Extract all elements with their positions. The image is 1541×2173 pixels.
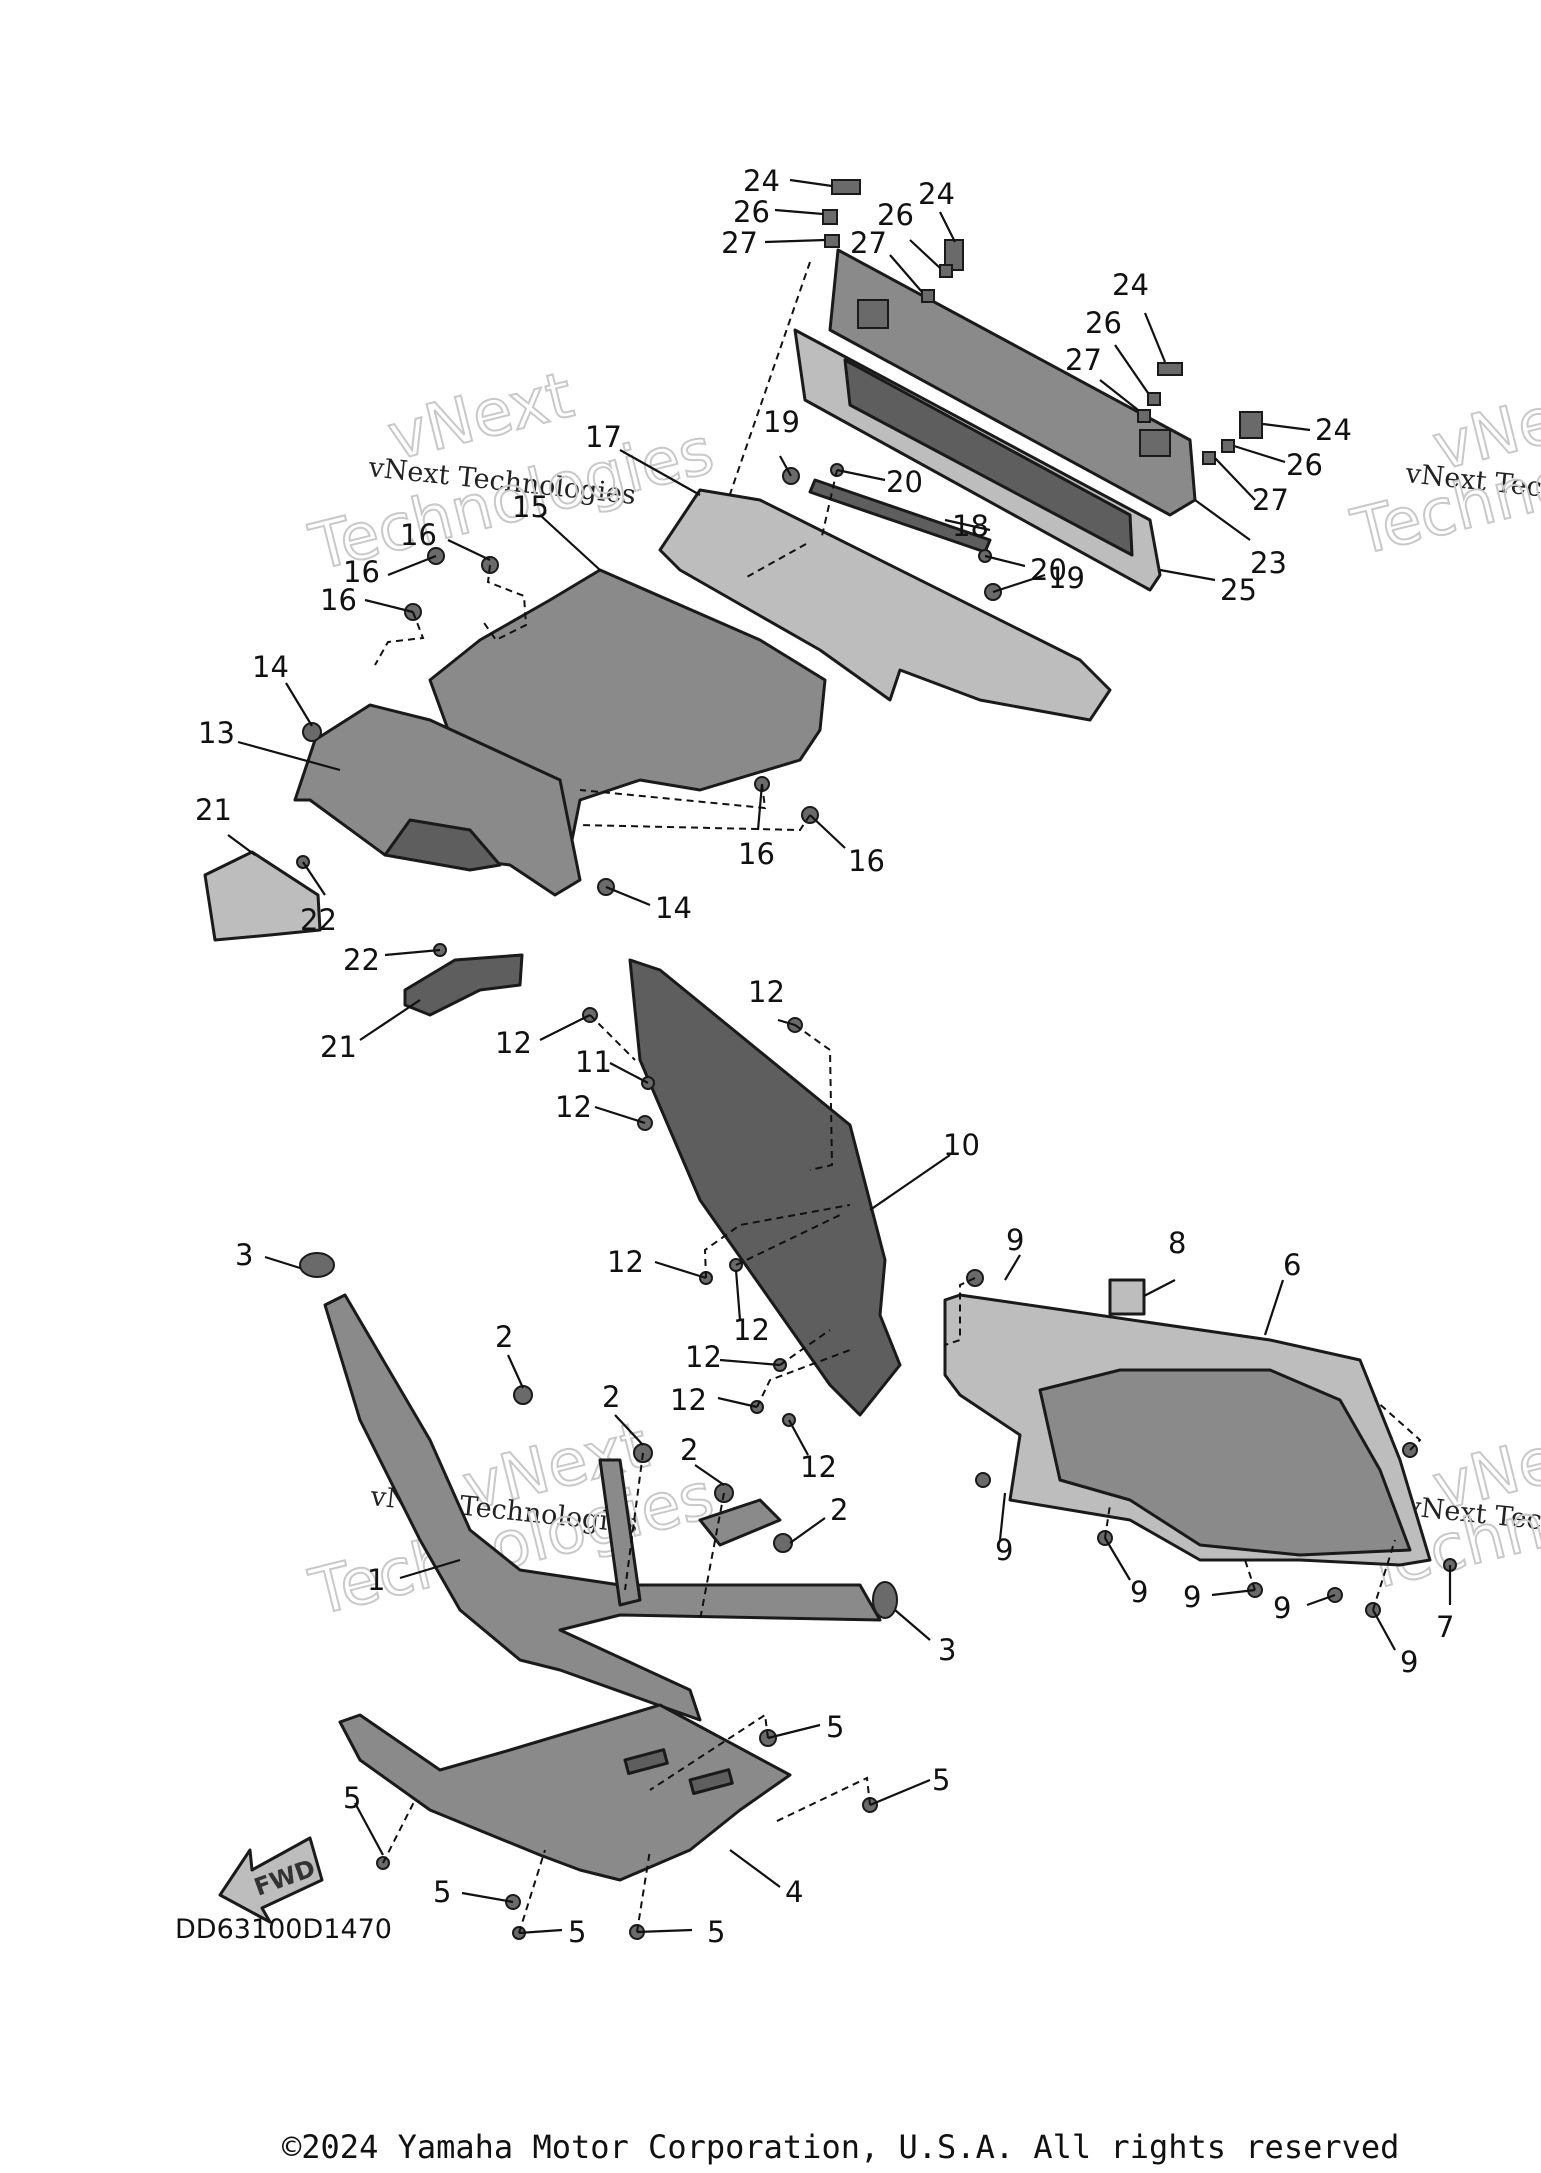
callout-24: 24 <box>1315 413 1352 447</box>
callout-21: 21 <box>195 793 232 827</box>
frame-bar-1 <box>323 1293 882 1722</box>
callout-5: 5 <box>433 1875 451 1909</box>
callout-16: 16 <box>343 555 380 589</box>
callout-14: 14 <box>655 891 692 925</box>
guard-17 <box>658 488 1112 722</box>
callout-5: 5 <box>826 1710 844 1744</box>
callout-24: 24 <box>1112 268 1149 302</box>
callout-2: 2 <box>680 1433 698 1467</box>
caps-3 <box>299 1252 898 1619</box>
callout-9: 9 <box>1183 1580 1201 1614</box>
callout-25: 25 <box>1220 573 1257 607</box>
callout-23: 23 <box>1250 546 1287 580</box>
callout-16: 16 <box>320 583 357 617</box>
callout-7: 7 <box>1436 1610 1454 1644</box>
skid-plate-4 <box>338 1703 792 1882</box>
callout-14: 14 <box>252 650 289 684</box>
callout-10: 10 <box>943 1128 980 1162</box>
callout-12: 12 <box>607 1245 644 1279</box>
dashed-lines <box>374 261 1422 1934</box>
callout-12: 12 <box>733 1313 770 1347</box>
callout-27: 27 <box>721 226 758 260</box>
callout-12: 12 <box>748 975 785 1009</box>
callout-19: 19 <box>763 405 800 439</box>
callout-24: 24 <box>743 164 780 198</box>
callout-12: 12 <box>555 1090 592 1124</box>
callout-3: 3 <box>938 1633 956 1667</box>
callout-2: 2 <box>830 1493 848 1527</box>
panel-13 <box>293 703 582 897</box>
callout-5: 5 <box>568 1915 586 1949</box>
fwd-arrow: FWD <box>218 1836 324 1924</box>
callout-3: 3 <box>235 1238 253 1272</box>
callout-16: 16 <box>400 518 437 552</box>
callout-5: 5 <box>707 1915 725 1949</box>
callout-15: 15 <box>512 490 549 524</box>
callout-8: 8 <box>1168 1226 1186 1260</box>
callout-13: 13 <box>198 716 235 750</box>
callout-26: 26 <box>1085 306 1122 340</box>
callout-12: 12 <box>685 1340 722 1374</box>
callout-27: 27 <box>1065 343 1102 377</box>
rear-panel-23 <box>828 248 1197 517</box>
callout-labels: 24 26 27 24 26 27 24 26 27 24 26 27 23 2… <box>195 164 1454 1949</box>
callout-4: 4 <box>785 1875 803 1909</box>
callout-9: 9 <box>1130 1575 1148 1609</box>
callout-12: 12 <box>495 1026 532 1060</box>
callout-24: 24 <box>918 177 955 211</box>
callout-16: 16 <box>738 837 775 871</box>
callout-20: 20 <box>1030 553 1067 587</box>
callout-22: 22 <box>300 903 337 937</box>
callout-27: 27 <box>1252 483 1289 517</box>
callout-2: 2 <box>495 1320 513 1354</box>
callout-16: 16 <box>848 844 885 878</box>
fasteners-11-12 <box>582 1007 803 1427</box>
guard-21-lower <box>403 953 524 1017</box>
callout-9: 9 <box>1400 1645 1418 1679</box>
callout-5: 5 <box>932 1763 950 1797</box>
callout-9: 9 <box>995 1533 1013 1567</box>
diagram-code: DD63100D1470 <box>175 1914 392 1945</box>
callout-9: 9 <box>1006 1223 1024 1257</box>
callout-19b: 19 <box>1048 561 1085 595</box>
callout-18: 18 <box>952 509 989 543</box>
callout-22: 22 <box>343 943 380 977</box>
callout-9: 9 <box>1273 1591 1291 1625</box>
leader-lines <box>227 178 1452 1935</box>
callout-20: 20 <box>886 465 923 499</box>
fasteners-24-27 <box>822 179 1263 465</box>
watermark-group-top-right: vNext vNext Technologies Technologies <box>1344 367 1541 571</box>
callout-26: 26 <box>877 198 914 232</box>
side-panel-10 <box>628 958 902 1417</box>
callout-1: 1 <box>367 1563 385 1597</box>
side-panel-6 <box>943 1293 1432 1567</box>
callout-2: 2 <box>602 1380 620 1414</box>
callout-26: 26 <box>733 195 770 229</box>
callout-27: 27 <box>850 226 887 260</box>
callout-5: 5 <box>343 1781 361 1815</box>
rear-panel-25 <box>793 328 1162 592</box>
callout-17: 17 <box>585 420 622 454</box>
callout-26: 26 <box>1286 448 1323 482</box>
callout-6: 6 <box>1283 1248 1301 1282</box>
callout-12: 12 <box>800 1450 837 1484</box>
plate-8 <box>1108 1278 1146 1316</box>
callout-21: 21 <box>320 1030 357 1064</box>
callout-12: 12 <box>670 1383 707 1417</box>
callout-11: 11 <box>575 1045 612 1079</box>
copyright-notice: ©2024 Yamaha Motor Corporation, U.S.A. A… <box>282 2128 1400 2166</box>
